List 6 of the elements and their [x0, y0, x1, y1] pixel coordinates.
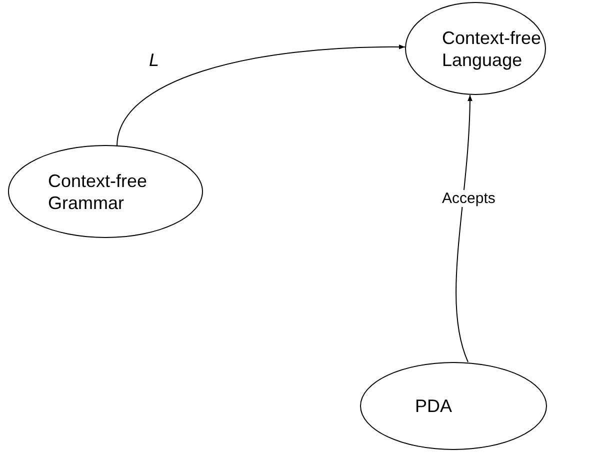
- arrow: [116, 44, 406, 146]
- edge-label: Accepts: [440, 190, 498, 207]
- arrow: [456, 94, 472, 362]
- node-label: Context-free Language: [442, 26, 542, 70]
- node-label: PDA: [415, 395, 454, 417]
- node-label: Context-free Grammar: [48, 170, 148, 214]
